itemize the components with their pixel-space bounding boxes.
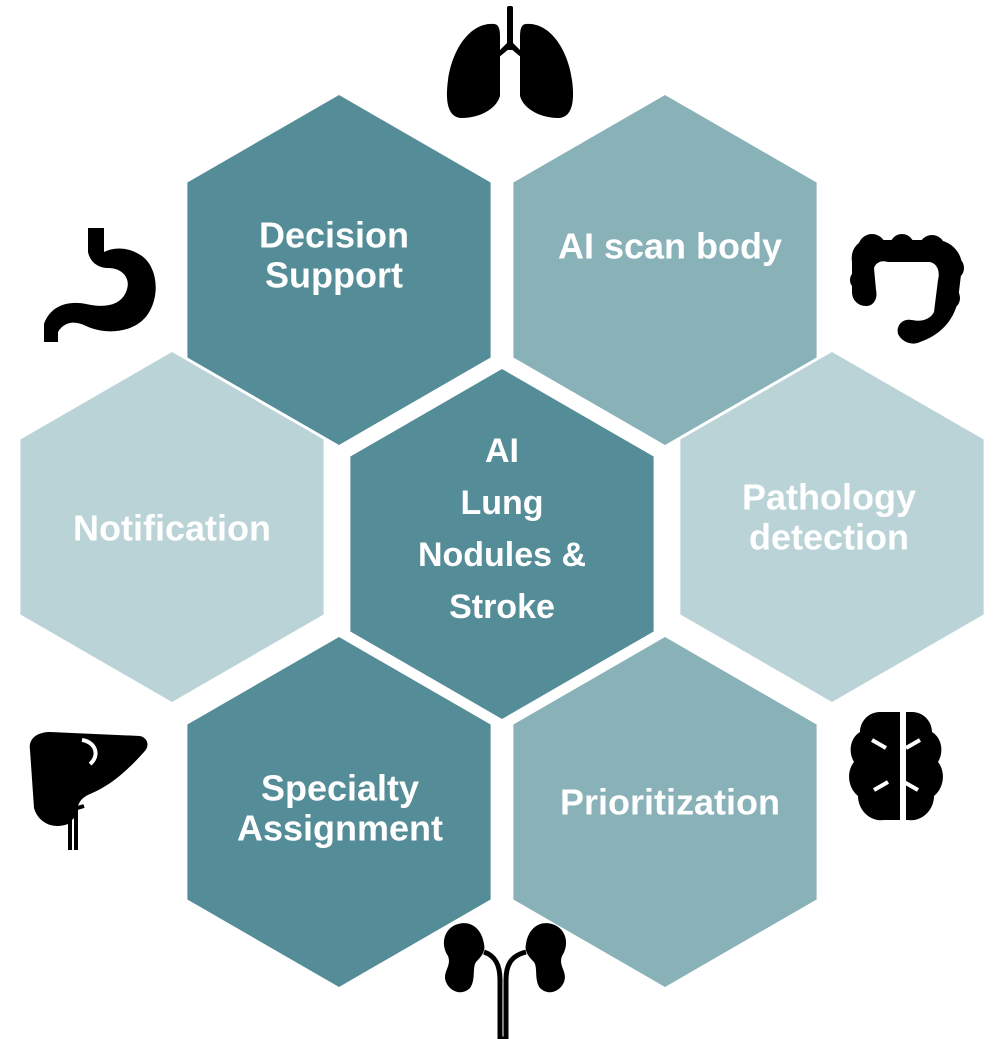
hexagon-label-ai-scan-body-line: AI scan body	[558, 226, 782, 267]
stomach-icon	[44, 228, 156, 342]
hexagon-label-center-line: Nodules &	[418, 536, 586, 574]
hexagon-label-decision-support-line: Decision	[259, 215, 409, 256]
kidneys-icon	[443, 923, 567, 1039]
hexagon-label-center-line: Lung	[460, 484, 543, 522]
hexagon-prioritization	[513, 637, 817, 987]
hexagon-label-notification: Notification	[73, 508, 271, 549]
hexagon-label-pathology-detection-line: Pathology	[742, 477, 916, 518]
hexagon-label-specialty-assignment-line: Assignment	[237, 808, 443, 849]
hexagon-label-specialty-assignment-line: Specialty	[261, 768, 419, 809]
hexagon-label-prioritization-line: Prioritization	[560, 782, 780, 823]
hexagon-label-decision-support-line: Support	[265, 255, 403, 296]
liver-icon	[29, 732, 148, 850]
hexagon-label-center-line: Stroke	[449, 588, 555, 626]
hexagon-label-prioritization: Prioritization	[560, 782, 780, 823]
hexagon-label-center-line: AI	[485, 432, 519, 470]
hexagon-notification	[20, 352, 324, 702]
hexagon-decision-support	[187, 95, 491, 445]
hexagon-label-ai-scan-body: AI scan body	[558, 226, 782, 267]
hexagon-ai-scan-body	[513, 95, 817, 445]
lungs-icon	[446, 6, 574, 118]
colon-icon	[850, 234, 964, 344]
hexagon-label-notification-line: Notification	[73, 508, 271, 549]
hexagon-center	[350, 369, 654, 719]
hexagon-label-pathology-detection-line: detection	[749, 517, 909, 558]
hexagon-specialty-assignment	[187, 637, 491, 987]
hexagon-pathology-detection	[680, 352, 984, 702]
brain-icon	[849, 712, 943, 821]
